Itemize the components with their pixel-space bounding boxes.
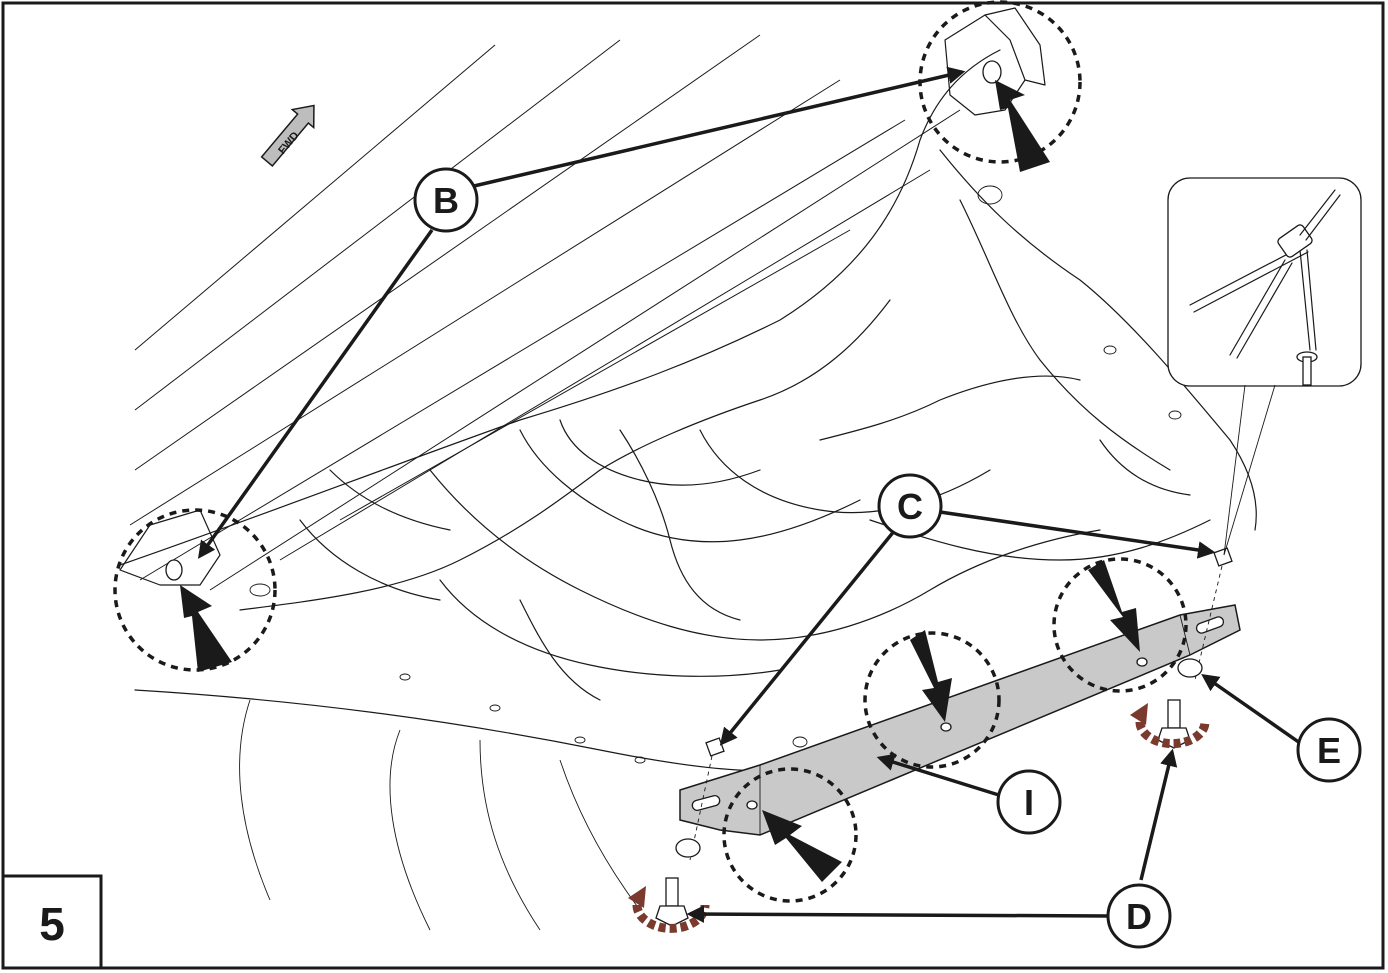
step-number: 5 xyxy=(39,898,65,950)
vehicle-body-outline xyxy=(119,49,1257,931)
callout-i-label: I xyxy=(1024,782,1034,823)
callout-b: B xyxy=(413,167,479,233)
callout-i: I xyxy=(996,769,1062,835)
underbody-hatching xyxy=(129,34,961,591)
pointer-arrow-icon xyxy=(1088,560,1140,652)
callout-c: C xyxy=(877,473,943,539)
detail-circle-upper xyxy=(918,0,1082,164)
pointer-arrow-icon xyxy=(995,80,1050,172)
pointer-arrow-icon xyxy=(180,585,232,672)
detail-circle-bracket-right xyxy=(1052,557,1188,693)
rotation-arrow-icon xyxy=(1130,703,1210,749)
pointer-arrow-icon xyxy=(910,630,952,722)
pointer-arrow-icon xyxy=(762,810,842,882)
fwd-arrow-icon: FWD xyxy=(260,104,315,168)
detail-circle-bracket-left xyxy=(722,767,858,903)
bolt-left xyxy=(655,877,689,927)
callout-d-label: D xyxy=(1126,896,1152,937)
washer-right xyxy=(1177,658,1203,678)
callout-e-label: E xyxy=(1317,730,1341,771)
leader-lines xyxy=(197,66,1302,923)
detail-circle-bracket-middle xyxy=(863,631,1001,769)
callout-e: E xyxy=(1296,717,1362,783)
rivet-tool-icon xyxy=(1189,189,1341,386)
upper-mount-detail xyxy=(944,7,1050,172)
step-number-box: 5 xyxy=(1,874,103,970)
callout-c-label: C xyxy=(897,486,923,527)
washer-left xyxy=(675,838,701,858)
detail-circle-left xyxy=(113,508,277,672)
callout-d: D xyxy=(1106,883,1172,949)
rivet-nut-right xyxy=(1194,547,1233,681)
rivet-tool-inset xyxy=(1167,177,1362,556)
callout-b-label: B xyxy=(433,180,459,221)
